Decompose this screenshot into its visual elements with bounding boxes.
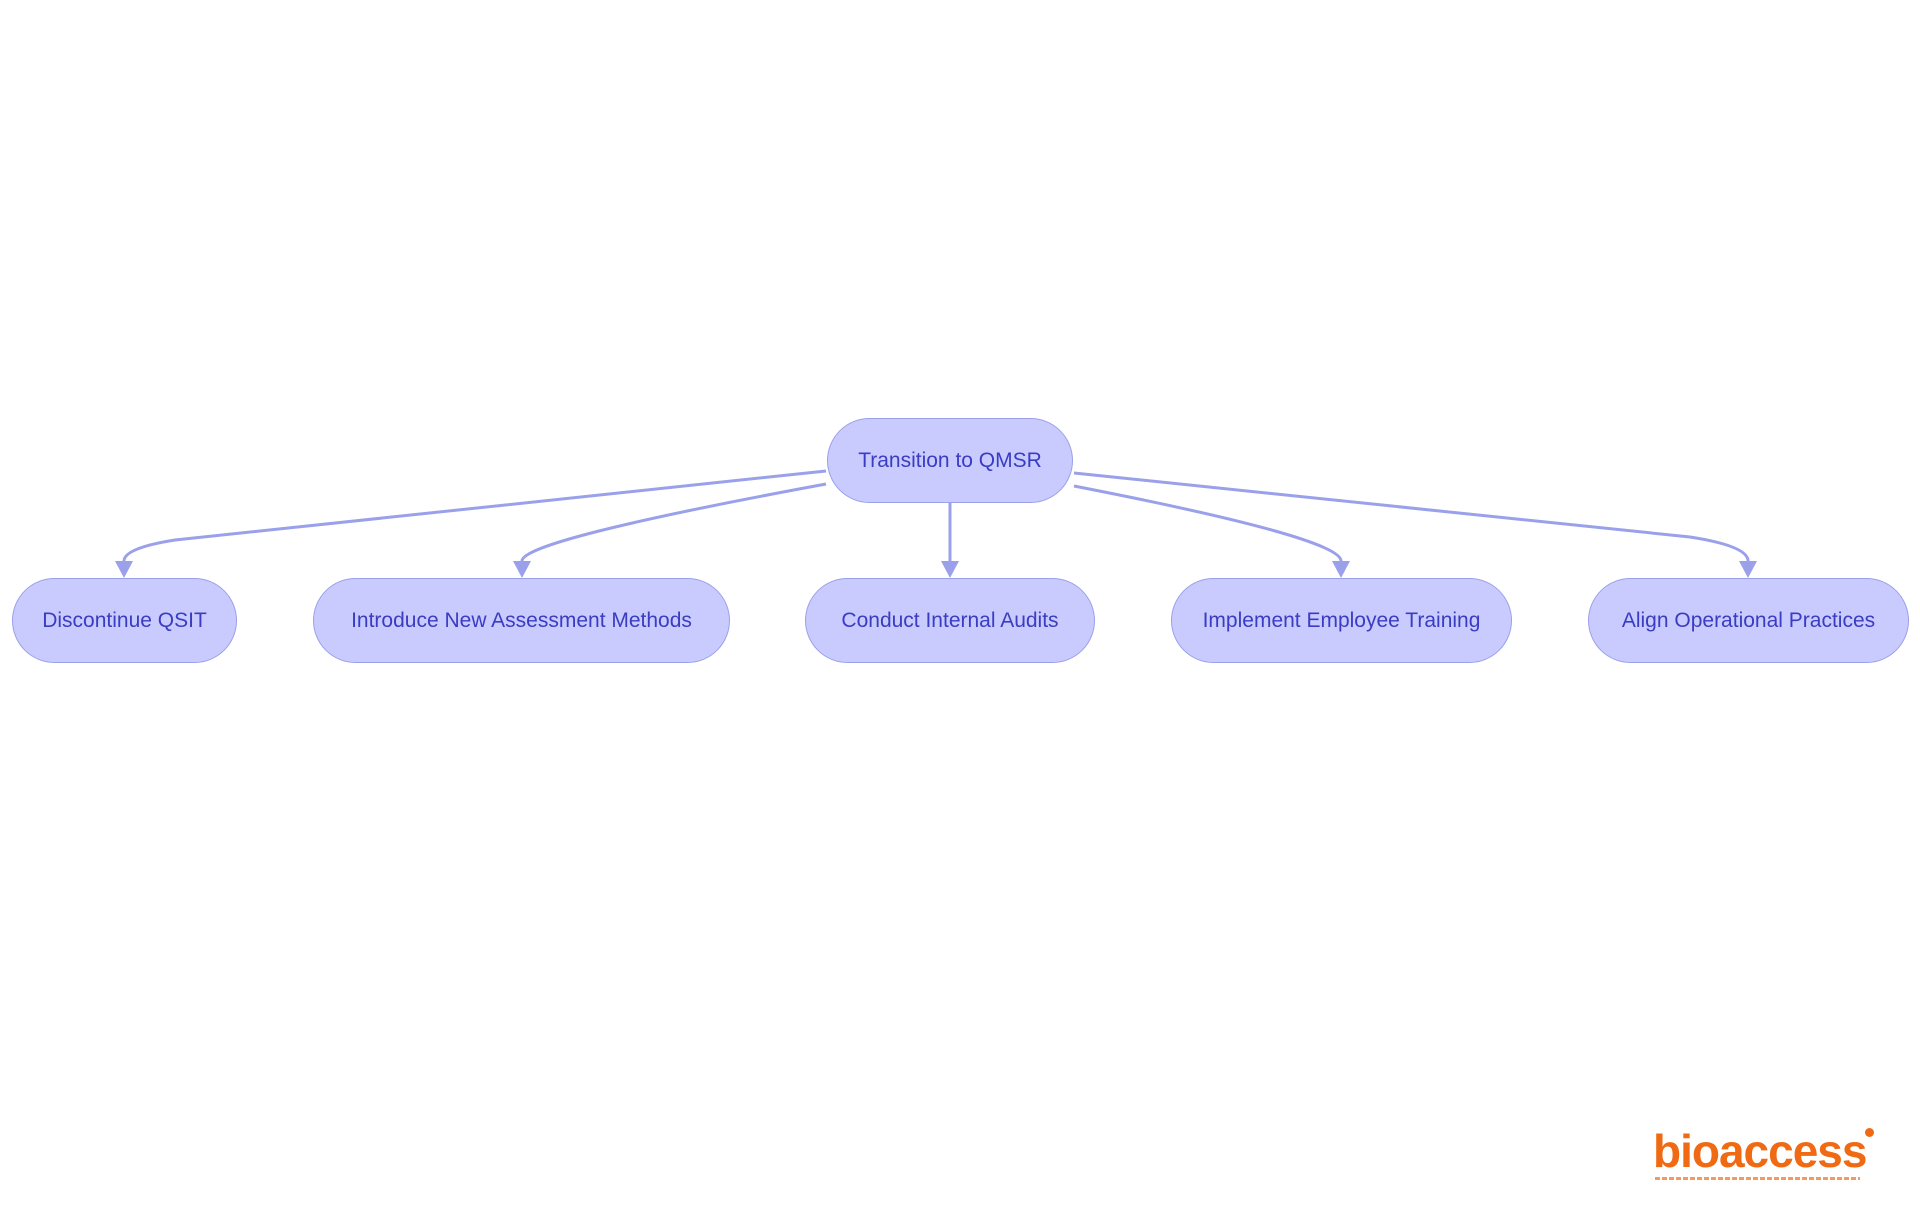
child-node-label: Conduct Internal Audits <box>841 608 1059 632</box>
child-node-label: Implement Employee Training <box>1202 608 1481 632</box>
arrowhead-discontinue-qsit <box>115 561 133 578</box>
logo-wordmark: bioaccess <box>1653 1125 1867 1177</box>
logo-tagline <box>1655 1177 1860 1180</box>
child-node-discontinue-qsit: Discontinue QSIT <box>12 578 237 663</box>
arrowhead-employee-training <box>1332 561 1350 578</box>
child-node-operational-practices: Align Operational Practices <box>1588 578 1909 663</box>
child-node-label: Discontinue QSIT <box>42 608 207 632</box>
arrowhead-internal-audits <box>941 561 959 578</box>
child-node-label: Introduce New Assessment Methods <box>351 608 692 632</box>
edge-root-to-employee-training <box>1073 484 1343 562</box>
bioaccess-logo: bioaccess <box>1653 1125 1874 1184</box>
child-node-assessment-methods: Introduce New Assessment Methods <box>313 578 730 663</box>
arrowhead-operational-practices <box>1739 561 1757 578</box>
registered-mark-icon <box>1865 1128 1874 1137</box>
child-node-label: Align Operational Practices <box>1621 608 1876 632</box>
root-node: Transition to QMSR <box>827 418 1073 503</box>
edge-root-to-assessment-methods <box>520 482 827 562</box>
child-node-employee-training: Implement Employee Training <box>1171 578 1512 663</box>
edge-root-to-discontinue-qsit <box>122 469 827 562</box>
child-node-internal-audits: Conduct Internal Audits <box>805 578 1095 663</box>
arrowhead-assessment-methods <box>513 561 531 578</box>
root-node-label: Transition to QMSR <box>858 448 1042 472</box>
edge-root-to-operational-practices <box>1073 471 1750 562</box>
